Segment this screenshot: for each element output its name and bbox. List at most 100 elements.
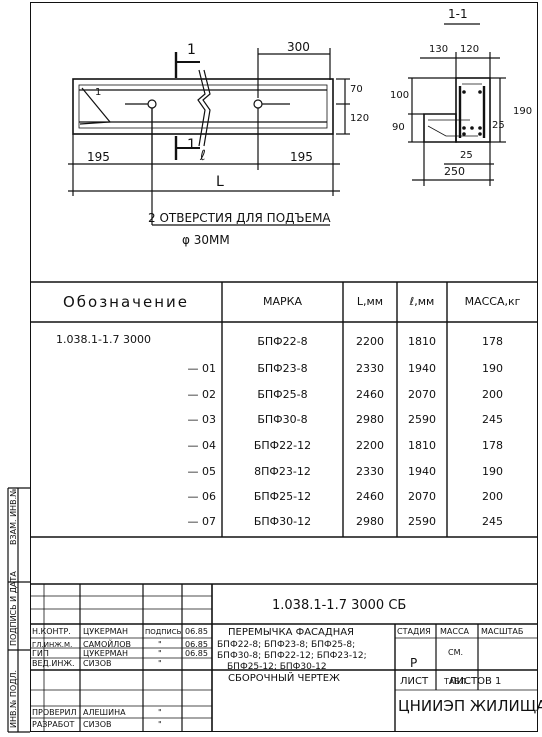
row-mass: 200 (482, 490, 503, 503)
row-suffix: — 07 (187, 515, 217, 528)
row-l: 1940 (408, 362, 436, 375)
col-mass: МАССА,кг (464, 295, 521, 308)
row-mark: 8ПФ23-12 (254, 465, 311, 478)
dim-250: 250 (444, 165, 465, 178)
row-mass: 178 (482, 439, 503, 452)
dim-190: 190 (513, 106, 533, 117)
row-suffix: — 01 (187, 362, 217, 375)
person-sign: " (158, 649, 162, 658)
lifting-hole-left (147, 99, 157, 109)
title-line: БПФ25-12; БПФ30-12 (227, 662, 327, 672)
organization: ЦНИИЭП ЖИЛИЩА (398, 697, 542, 715)
dim-90: 90 (392, 122, 405, 133)
col-mark: МАРКА (263, 295, 302, 308)
row-L: 2980 (356, 413, 384, 426)
side-replace-label: ВЗАМ. ИНВ.№ (9, 488, 18, 545)
col-designation: Обозначение (62, 293, 190, 311)
row-mark: БПФ25-8 (257, 388, 308, 401)
person-name: СИЗОВ (83, 659, 112, 668)
beam-outline (72, 78, 334, 135)
lifting-hole-right (253, 99, 263, 109)
mass-label: МАССА (440, 627, 470, 636)
cut-mark-top: 1 (187, 42, 196, 58)
row-L: 2980 (356, 515, 384, 528)
col-L: L,мм (356, 295, 384, 308)
row-L: 2330 (356, 362, 384, 375)
row-suffix: — 05 (187, 465, 217, 478)
person-role: Н.КОНТР. (32, 627, 71, 636)
row-suffix: — 02 (187, 388, 217, 401)
row-l: 2590 (408, 413, 436, 426)
row-code: 1.038.1-1.7 3000 (56, 333, 151, 346)
person-sign: " (158, 708, 162, 717)
row-suffix: — 04 (187, 439, 217, 452)
person-date: 06.85 (185, 627, 208, 636)
row-mark: БПФ30-8 (257, 413, 308, 426)
row-suffix: — 03 (187, 413, 217, 426)
person-date: 06.85 (185, 649, 208, 658)
sheets-label: ЛИСТОВ 1 (449, 676, 502, 687)
row-l: 2070 (408, 388, 436, 401)
dim-100: 100 (390, 90, 410, 101)
row-mark: БПФ23-8 (257, 362, 308, 375)
row-mass: 190 (482, 465, 503, 478)
row-mark: БПФ22-12 (253, 439, 312, 452)
dim-l-small: ℓ (200, 148, 206, 164)
person-name: СИЗОВ (83, 720, 112, 729)
section-outline (455, 77, 491, 143)
section-title: 1-1 (448, 7, 468, 21)
row-L: 2200 (356, 335, 384, 348)
row-l: 1810 (408, 335, 436, 348)
dim-130: 130 (429, 44, 449, 55)
person-role: ГЛ.ИНЖ.М. (32, 641, 73, 649)
row-L: 2330 (356, 465, 384, 478)
col-l: ℓ,мм (409, 295, 435, 308)
row-l: 1810 (408, 439, 436, 452)
dim-25-h: 25 (460, 150, 473, 161)
scale-label: МАСШТАБ (481, 627, 524, 636)
person-sign: " (158, 720, 162, 729)
person-name: АЛЕШИНА (83, 708, 126, 717)
doc-code: 1.038.1-1.7 3000 СБ (272, 598, 407, 613)
person-role: ВЕД.ИНЖ. (32, 659, 75, 668)
dim-70: 70 (350, 84, 363, 95)
mass-value-1: СМ. (448, 648, 464, 657)
dim-300: 300 (287, 40, 310, 54)
person-date: 06.85 (185, 640, 208, 649)
row-mass: 190 (482, 362, 503, 375)
person-role: ГИП (32, 649, 49, 658)
drawing-sheet (30, 2, 538, 732)
person-sign: " (158, 659, 162, 668)
mass-value-2: ТАБЛ. (444, 677, 469, 686)
dim-25-v: 25 (492, 120, 505, 131)
note-holes: 2 ОТВЕРСТИЯ ДЛЯ ПОДЪЕМА (148, 211, 331, 225)
note-diameter: φ 30ММ (182, 233, 230, 247)
row-L: 2460 (356, 490, 384, 503)
person-name: САМОЙЛОВ (83, 640, 132, 649)
row-mark: БПФ30-12 (253, 515, 312, 528)
person-sign: ПОДПИСЬ (145, 628, 182, 636)
dim-L-total: L (216, 174, 224, 190)
dim-120: 120 (350, 113, 370, 124)
title-line: ПЕРЕМЫЧКА ФАСАДНАЯ (228, 627, 355, 638)
title-line: СБОРОЧНЫЙ ЧЕРТЕЖ (228, 673, 340, 684)
row-L: 2200 (356, 439, 384, 452)
sheet-label: ЛИСТ (400, 676, 429, 687)
dim-195-left: 195 (87, 150, 110, 164)
cut-mark-bottom: 1 (187, 137, 196, 153)
person-sign: " (158, 640, 162, 649)
side-sign-label: ПОДПИСЬ И ДАТА (9, 571, 18, 646)
row-mass: 245 (482, 515, 503, 528)
row-mass: 200 (482, 388, 503, 401)
row-mark: БПФ22-8 (257, 335, 308, 348)
row-mass: 178 (482, 335, 503, 348)
person-role: ПРОВЕРИЛ (32, 708, 77, 717)
row-L: 2460 (356, 388, 384, 401)
side-inv-label: ИНВ.№ ПОДЛ. (9, 669, 18, 728)
person-name: ЦУКЕРМАН (83, 649, 129, 658)
row-l: 1940 (408, 465, 436, 478)
row-mark: БПФ25-12 (253, 490, 312, 503)
row-l: 2070 (408, 490, 436, 503)
person-role: РАЗРАБОТ (32, 720, 75, 729)
